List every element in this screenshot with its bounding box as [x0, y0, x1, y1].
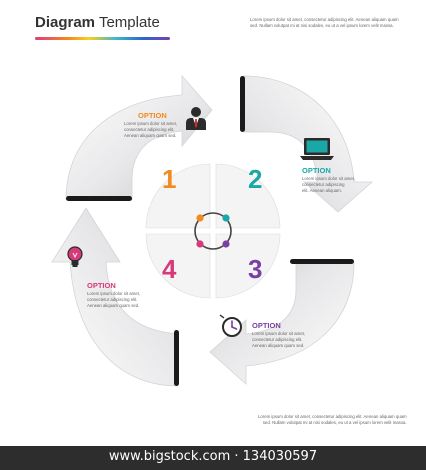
center-dot-1	[196, 214, 204, 222]
header-desc-line: sed. Nullam volutpat mi at nisi sodales,…	[250, 23, 394, 28]
option-text-line: Aenean aliquam quam sed.	[124, 133, 177, 138]
center-dot-4	[196, 240, 204, 248]
step-number-2: 2	[248, 164, 263, 194]
inner-segment-2	[215, 163, 281, 229]
step-number-3: 3	[248, 254, 263, 284]
option-text-line: Lorem ipsum dolor sit amet,	[124, 121, 178, 126]
arrow-fold-2	[240, 76, 245, 132]
arrow-fold-1	[66, 196, 132, 201]
option-label-4: OPTION	[87, 281, 116, 290]
inner-segment-4	[145, 233, 211, 299]
option-text-3: Lorem ipsum dolor sit amet, consectetur …	[252, 331, 305, 349]
option-label-2: OPTION	[302, 166, 331, 175]
center-dot-2	[222, 214, 230, 222]
laptop-icon	[300, 138, 334, 160]
footer-desc-line: Lorem ipsum dolor sit amet, consectetur …	[258, 414, 407, 419]
inner-segment-1	[145, 163, 211, 229]
step-number-4: 4	[162, 254, 177, 284]
arrow-segment-4	[51, 207, 179, 387]
watermark-bar	[0, 446, 426, 470]
option-text-line: elit. Aenean aliquam.	[302, 188, 342, 193]
option-text-line: Aenean aliquam quam sed.	[252, 343, 305, 348]
option-text-1: Lorem ipsum dolor sit amet, consectetur …	[124, 121, 177, 139]
option-text-line: consectetur adipiscing	[302, 182, 345, 187]
option-label-1: OPTION	[138, 111, 167, 120]
center-dot-3	[222, 240, 230, 248]
option-text-2: Lorem ipsum dolor sit amet, consectetur …	[302, 176, 355, 194]
lightbulb-icon	[67, 246, 83, 267]
option-text-line: Aenean aliquam quam sed.	[87, 303, 140, 308]
option-text-line: consectetur adipiscing elit.	[252, 337, 303, 342]
footer-description: Lorem ipsum dolor sit amet, consectetur …	[258, 414, 407, 426]
option-text-line: consectetur adipiscing elit.	[87, 297, 138, 302]
option-text-4: Lorem ipsum dolor sit amet, consectetur …	[87, 291, 140, 309]
arrow-segment-1	[65, 74, 213, 201]
arrow-fold-3	[290, 259, 354, 264]
option-text-line: consectetur adipiscing elit.	[124, 127, 175, 132]
center-ring	[194, 212, 232, 250]
arrow-fold-4	[174, 330, 179, 386]
option-label-3: OPTION	[252, 321, 281, 330]
inner-segment-3	[215, 233, 281, 299]
title-bold: Diagram	[35, 14, 96, 31]
clock-icon	[219, 314, 242, 337]
footer-desc-line: sed. Nullam volutpat mi at nisi sodales,…	[262, 420, 407, 425]
option-text-line: Lorem ipsum dolor sit amet,	[302, 176, 356, 181]
header-description: Lorem ipsum dolor sit amet, consectetur …	[250, 17, 399, 29]
businessman-icon	[186, 107, 206, 130]
title-underline	[35, 37, 170, 40]
title-regular: Template	[98, 14, 160, 31]
watermark-text: www.bigstock.com · 134030597	[108, 449, 318, 464]
option-text-line: Lorem ipsum dolor sit amet,	[87, 291, 141, 296]
option-text-line: Lorem ipsum dolor sit amet,	[252, 331, 306, 336]
page-title: Diagram Template	[35, 14, 160, 31]
header-desc-line: Lorem ipsum dolor sit amet, consectetur …	[250, 17, 399, 22]
arrow-segment-3	[209, 262, 355, 385]
step-number-1: 1	[162, 164, 177, 194]
